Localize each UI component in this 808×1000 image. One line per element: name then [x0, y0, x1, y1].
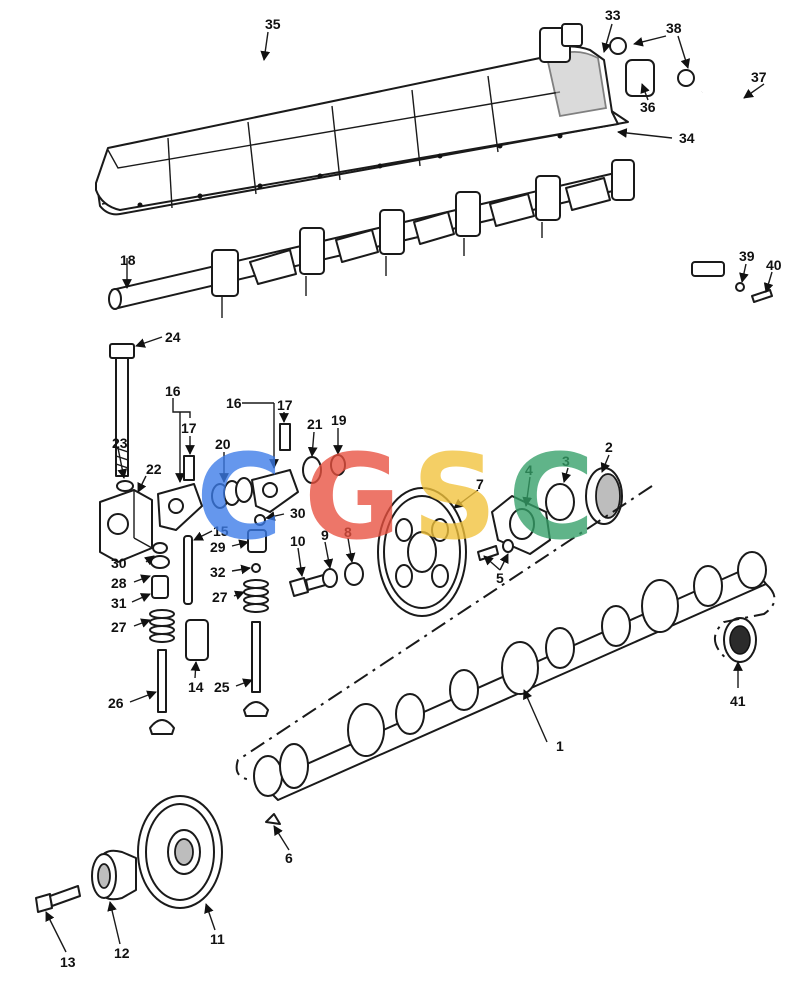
callout-10: 10	[290, 533, 306, 549]
callout-23: 23	[112, 435, 128, 451]
callout-28: 28	[111, 575, 127, 591]
callout-41: 41	[730, 693, 746, 709]
callout-19: 19	[331, 412, 347, 428]
gear-hub	[91, 849, 137, 901]
callout-8: 8	[344, 524, 352, 540]
callout-18: 18	[120, 252, 136, 268]
washer-and-bolt	[735, 282, 773, 303]
camshaft-gear	[377, 487, 467, 617]
callout-22: 22	[146, 461, 162, 477]
callout-9: 9	[321, 527, 329, 543]
adjuster-screw-right	[279, 423, 291, 451]
callout-11: 11	[210, 931, 225, 947]
valves	[149, 621, 269, 735]
gear-washers	[322, 562, 364, 588]
valve-caps-left	[150, 542, 170, 599]
callout-26: 26	[108, 695, 124, 711]
rocker-cover	[95, 45, 619, 211]
rocker-arm-left	[157, 483, 203, 531]
callout-20: 20	[215, 436, 231, 452]
washer	[116, 480, 134, 492]
watermark-letter-g: G	[304, 428, 401, 566]
callout-14: 14	[188, 679, 204, 695]
leader-lines	[45, 23, 774, 953]
callout-2: 2	[605, 439, 613, 455]
callout-30: 30	[111, 555, 127, 571]
callout-17b: 17	[277, 397, 293, 413]
valve-guide	[185, 619, 209, 661]
watermark-letter-s: S	[412, 428, 497, 566]
callout-39: 39	[739, 248, 755, 264]
callout-33: 33	[605, 7, 621, 23]
shaft-spring	[211, 477, 253, 509]
watermark-letter-c: C	[196, 428, 283, 566]
callout-4: 4	[525, 462, 533, 478]
thrust-spacers	[545, 467, 623, 525]
callout-29: 29	[210, 539, 226, 555]
callout-17: 17	[181, 420, 197, 436]
crankshaft-gear	[137, 795, 223, 909]
push-rod	[183, 535, 193, 605]
callouts: 1 2 3 4 5 6 7 8 9 10 11 12 13 14 15 16 1…	[60, 7, 782, 970]
callout-12: 12	[114, 945, 130, 961]
callout-6: 6	[285, 850, 293, 866]
oil-filler-cap	[539, 23, 583, 63]
long-bolt	[109, 343, 135, 477]
centre-line-end	[714, 583, 776, 661]
callout-1: 1	[556, 738, 564, 754]
callout-7: 7	[476, 476, 484, 492]
callout-36: 36	[640, 99, 656, 115]
rocker-arm-right	[251, 469, 299, 513]
callout-27b: 27	[212, 589, 228, 605]
callout-16: 16	[165, 383, 181, 399]
adjuster-screw-left	[183, 455, 195, 481]
camshaft	[253, 551, 767, 801]
centre-line-upper	[235, 485, 653, 781]
breather-pipe	[691, 79, 758, 310]
callout-16b: 16	[226, 395, 242, 411]
callout-3: 3	[562, 453, 570, 469]
callout-31: 31	[111, 595, 127, 611]
callout-21: 21	[307, 416, 323, 432]
callout-32: 32	[210, 564, 226, 580]
callout-40: 40	[766, 257, 782, 273]
callout-24: 24	[165, 329, 181, 345]
key	[265, 813, 281, 825]
rocker-pedestal	[99, 489, 153, 563]
valve-springs	[149, 579, 269, 643]
callout-27: 27	[111, 619, 127, 635]
camshaft-end-cap	[723, 617, 757, 663]
thrust-plate-bolts	[477, 539, 514, 561]
callout-35: 35	[265, 16, 281, 32]
callout-5: 5	[496, 570, 504, 586]
callout-13: 13	[60, 954, 76, 970]
hub-bolt	[35, 885, 81, 913]
callout-34: 34	[679, 130, 695, 146]
rocker-shaft-assembly	[108, 159, 635, 318]
washers-upper	[302, 454, 346, 484]
callout-25: 25	[214, 679, 230, 695]
callout-38: 38	[666, 20, 682, 36]
callout-30b: 30	[290, 505, 306, 521]
watermark-letter-c2: C	[508, 428, 595, 566]
callout-15: 15	[213, 523, 229, 539]
callout-37: 37	[751, 69, 767, 85]
watermark-logo: C G S C	[196, 428, 595, 566]
